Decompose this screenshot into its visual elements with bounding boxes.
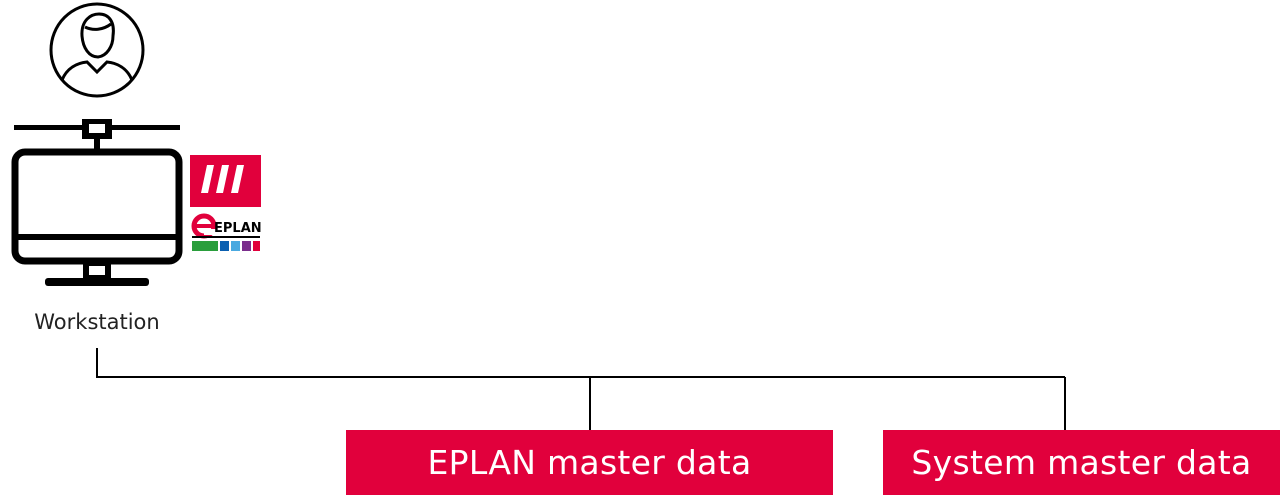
system-master-data-label: System master data — [911, 443, 1252, 482]
system-master-data-box: System master data — [883, 430, 1280, 495]
connector-workstation — [96, 348, 1065, 378]
user-avatar-icon — [49, 2, 145, 98]
eplan-master-data-label: EPLAN master data — [427, 443, 752, 482]
eplan-logo-text: EPLAN — [214, 221, 261, 236]
eplan-logo: EPLAN — [190, 155, 261, 251]
workstation-label: Workstation — [34, 310, 160, 334]
eplan-master-data-box: EPLAN master data — [346, 430, 833, 495]
networked-monitor-icon — [11, 119, 183, 286]
